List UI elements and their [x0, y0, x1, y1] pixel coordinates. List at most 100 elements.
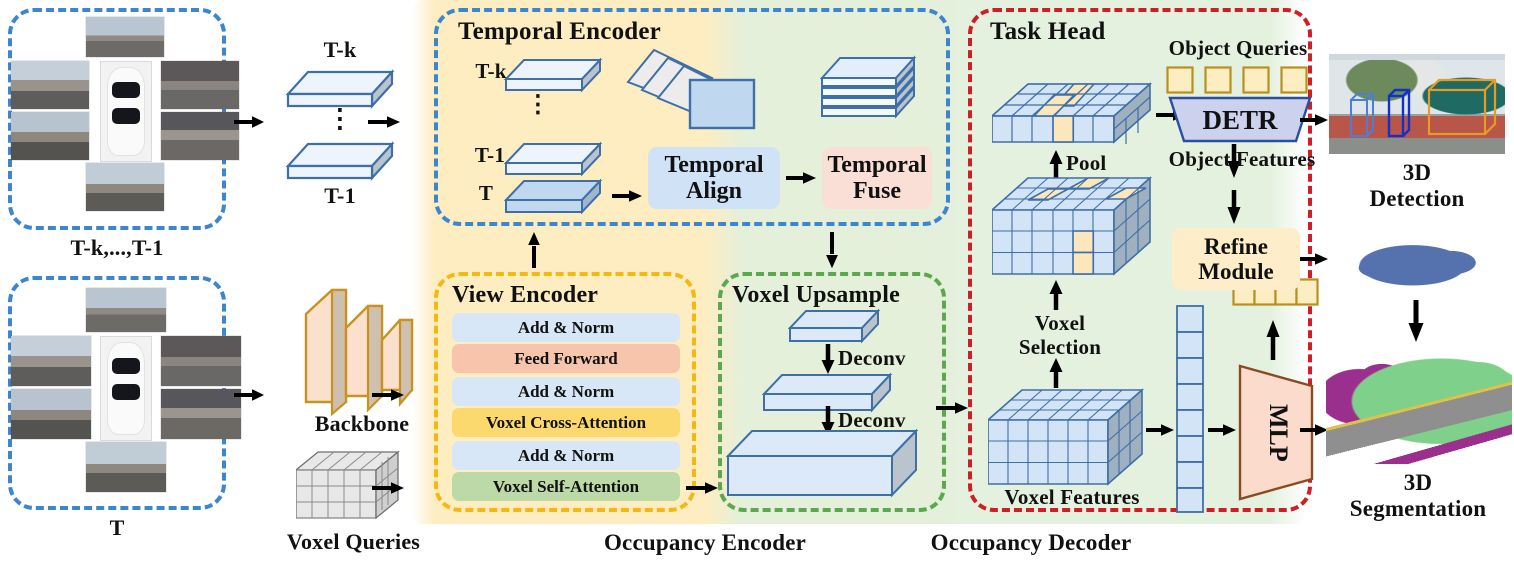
voxel-queries-label: Voxel Queries: [286, 529, 421, 554]
view-encoder-row-voxel-cross-attention: Voxel Cross-Attention: [452, 408, 680, 437]
voxel-selection-line2: Selection: [1018, 334, 1102, 359]
backbone-icon: [302, 286, 420, 423]
temporal-align-line2: Align: [685, 178, 742, 204]
view-encoder-panel: [434, 272, 696, 512]
temporal-encoder-panel: [434, 8, 950, 226]
arrow-view-encoder-to-voxel-upsample: [686, 478, 720, 498]
detection-output-label: 3D Detection: [1329, 160, 1505, 212]
view-encoder-row-add-norm-2: Add & Norm: [452, 377, 680, 406]
arrow-voxel-selection-up: [1046, 280, 1066, 310]
arrow-detr-to-object-features: [1224, 144, 1244, 178]
refine-module-line2: Module: [1198, 259, 1274, 284]
camera-back-left: [11, 112, 89, 160]
pool-label: Pool: [1066, 151, 1107, 175]
feature-vector: [1176, 305, 1204, 518]
voxel-upsample-level-2: [761, 372, 898, 423]
detection-label-line2: Detection: [1369, 185, 1465, 211]
camera-back-left: [11, 389, 91, 439]
voxel-upsample-panel: [718, 272, 946, 512]
arrow-voxel-features-to-vector: [1146, 420, 1176, 440]
arrow-past-to-slabs: [234, 112, 266, 132]
temporal-align-box: Temporal Align: [648, 147, 780, 209]
voxel-features-label: Voxel Features: [1004, 485, 1140, 509]
voxel-upsample-level-1: [787, 308, 884, 353]
temporal-align-line1: Temporal: [664, 151, 764, 178]
past-frames-label: T-k,...,T-1: [70, 235, 164, 260]
segmentation-label-line1: 3D: [1403, 470, 1433, 495]
temporal-fuse-box: Temporal Fuse: [822, 147, 932, 209]
arrow-view-encoder-to-temporal-encoder: [524, 232, 544, 268]
view-encoder-row-add-norm-1: Add & Norm: [452, 313, 680, 342]
feature-slab-t-minus-1: [285, 140, 396, 186]
camera-front-right: [161, 61, 239, 109]
object-queries-label: Object Queries: [1168, 36, 1308, 60]
camera-front-left: [11, 61, 89, 109]
segmentation-label-line2: Segmentation: [1349, 495, 1487, 521]
camera-back: [86, 442, 166, 492]
slab-dots: ⋮: [326, 104, 354, 133]
deconv-label-2: Deconv: [838, 408, 906, 432]
camera-back-right: [161, 112, 239, 160]
arrow-point-cloud-to-segmentation: [1404, 300, 1428, 342]
voxel-selection-line1: Voxel: [1034, 311, 1086, 335]
voxel-queries-cube: [294, 448, 406, 531]
camera-front: [86, 17, 164, 57]
ego-vehicle-icon: [100, 61, 152, 162]
view-encoder-title: View Encoder: [452, 282, 599, 308]
arrow-voxel-queries-to-view-encoder: [372, 478, 406, 498]
temporal-row-label-t-minus-1: T-1: [474, 143, 506, 167]
view-encoder-row-label: Add & Norm: [517, 445, 615, 465]
view-encoder-row-add-norm-3: Add & Norm: [452, 441, 680, 470]
view-encoder-row-label: Voxel Self-Attention: [492, 476, 640, 496]
detr-block: DETR: [1160, 96, 1320, 144]
arrow-slabs-to-temporal-encoder: [368, 112, 402, 132]
arrow-voxel-upsample-to-temporal: [822, 234, 842, 268]
camera-back: [86, 163, 164, 211]
arrow-refine-module-to-output: [1300, 249, 1330, 269]
arrow-voxel-upsample-to-task-head: [936, 398, 970, 418]
arrow-object-features-to-refine: [1224, 190, 1244, 224]
selected-voxel-cube: [989, 174, 1156, 285]
arrow-vector-to-mlp: [1208, 420, 1238, 440]
task-head-title: Task Head: [990, 18, 1106, 45]
voxel-selection-label: Voxel Selection: [1000, 311, 1120, 359]
temporal-row-label-t-minus-k: T-k: [475, 59, 507, 83]
object-features-label: Object Features: [1168, 147, 1316, 171]
temporal-slab-t-minus-1: [503, 141, 604, 181]
object-queries-row: [1166, 66, 1314, 101]
temporal-fuse-line2: Fuse: [853, 178, 901, 204]
segmentation-output-label: 3D Segmentation: [1322, 470, 1514, 522]
ego-vehicle-icon: [100, 336, 152, 441]
occupancy-decoder-label: Occupancy Decoder: [930, 530, 1132, 555]
mlp-block: MLP: [1238, 360, 1318, 505]
fused-feature-stack: [819, 50, 924, 141]
deconv-label-1: Deconv: [838, 346, 906, 370]
slab-label-t-minus-k: T-k: [323, 37, 357, 62]
detr-label: DETR: [1202, 104, 1278, 135]
temporal-fuse-line1: Temporal: [827, 151, 927, 178]
arrow-backbone-to-view-encoder: [372, 385, 406, 405]
temporal-slab-t-minus-k: [503, 57, 604, 97]
fanned-feature-cards: [612, 44, 792, 145]
mlp-label-wrap: MLP: [1238, 360, 1318, 505]
arrow-pool-up: [1046, 150, 1066, 180]
view-encoder-row-label: Feed Forward: [514, 348, 618, 368]
feature-slab-t-minus-k: [285, 68, 396, 114]
arrow-detr-to-detection-output: [1300, 110, 1330, 130]
camera-back-right: [161, 389, 241, 439]
arrow-current-to-backbone: [234, 385, 266, 405]
view-encoder-row-feed-forward: Feed Forward: [452, 344, 680, 373]
camera-front: [86, 288, 166, 332]
voxel-upsample-title: Voxel Upsample: [732, 282, 900, 308]
camera-front-right: [161, 336, 241, 386]
point-cloud-image: [1350, 232, 1486, 296]
arrow-deconv-1: [818, 344, 838, 374]
temporal-row-dots: ⋮: [525, 92, 551, 118]
refine-module-line1: Refine: [1204, 233, 1268, 259]
arrow-deconv-2: [818, 406, 838, 436]
arrow-mlp-up-to-refine-tokens: [1263, 320, 1283, 360]
slab-label-t-minus-1: T-1: [324, 183, 356, 208]
arrow-voxel-features-up: [1046, 358, 1066, 388]
mlp-label: MLP: [1264, 403, 1293, 462]
pooled-voxel-grid: [989, 80, 1156, 157]
